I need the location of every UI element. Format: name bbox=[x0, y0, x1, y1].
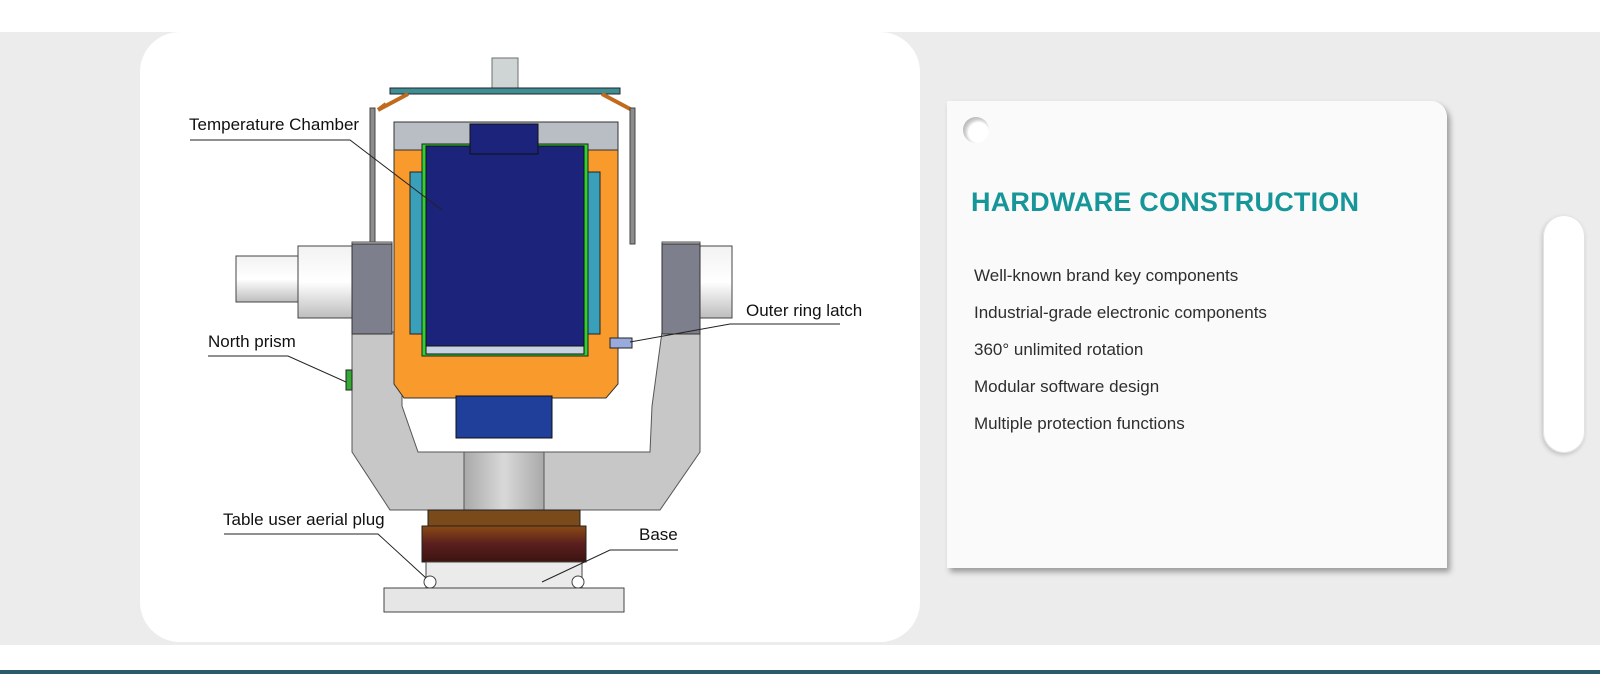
label-temperature-chamber: Temperature Chamber bbox=[189, 115, 359, 134]
chamber-inner bbox=[425, 145, 585, 353]
base-ring-top bbox=[427, 509, 581, 527]
feature-item: Well-known brand key components bbox=[974, 266, 1239, 285]
chamber-motor bbox=[455, 395, 553, 439]
right-plug bbox=[571, 575, 585, 589]
left-plug bbox=[423, 575, 437, 589]
carousel-next-handle[interactable] bbox=[1543, 215, 1585, 453]
leader-temperature-chamber bbox=[190, 139, 443, 211]
leader-outer-ring-latch bbox=[629, 323, 840, 343]
yoke-center bbox=[463, 451, 545, 511]
chamber-top-block bbox=[469, 123, 539, 155]
label-north-prism: North prism bbox=[208, 332, 296, 351]
left-cylinder bbox=[297, 245, 355, 319]
right-brace bbox=[601, 92, 633, 112]
leader-north-prism bbox=[208, 355, 347, 383]
leader-base bbox=[541, 549, 678, 583]
label-outer-ring-latch: Outer ring latch bbox=[746, 301, 862, 320]
label-base: Base bbox=[639, 525, 678, 544]
decorative-dot-icon bbox=[963, 117, 989, 143]
feature-list: Well-known brand key components Industri… bbox=[974, 266, 1267, 451]
top-plate bbox=[389, 87, 621, 95]
chamber-bottom-strip bbox=[425, 345, 585, 355]
product-diagram-card: Temperature Chamber Outer ring latch Nor… bbox=[140, 32, 920, 642]
footer-strip bbox=[0, 670, 1600, 674]
base-collar bbox=[425, 561, 583, 589]
feature-item: 360° unlimited rotation bbox=[974, 340, 1144, 359]
feature-item: Modular software design bbox=[974, 377, 1160, 396]
right-rod bbox=[629, 107, 636, 245]
left-bearing bbox=[351, 243, 393, 335]
section-heading: HARDWARE CONSTRUCTION bbox=[971, 187, 1360, 217]
top-mast bbox=[491, 57, 519, 89]
hardware-info-card: HARDWARE CONSTRUCTION Well-known brand k… bbox=[947, 101, 1447, 568]
left-rod bbox=[369, 107, 376, 245]
label-table-user-aerial-plug: Table user aerial plug bbox=[223, 510, 385, 529]
base-ring bbox=[421, 525, 587, 563]
feature-item: Industrial-grade electronic components bbox=[974, 303, 1267, 322]
right-bearing bbox=[661, 243, 701, 335]
turntable-diagram: Temperature Chamber Outer ring latch Nor… bbox=[189, 57, 862, 613]
feature-item: Multiple protection functions bbox=[974, 414, 1185, 433]
base-plate bbox=[383, 587, 625, 613]
latch-part bbox=[609, 337, 633, 349]
left-cylinder-outer bbox=[235, 255, 303, 303]
leader-aerial-plug bbox=[224, 533, 427, 579]
north-prism-part bbox=[345, 369, 353, 391]
left-brace bbox=[376, 92, 409, 112]
